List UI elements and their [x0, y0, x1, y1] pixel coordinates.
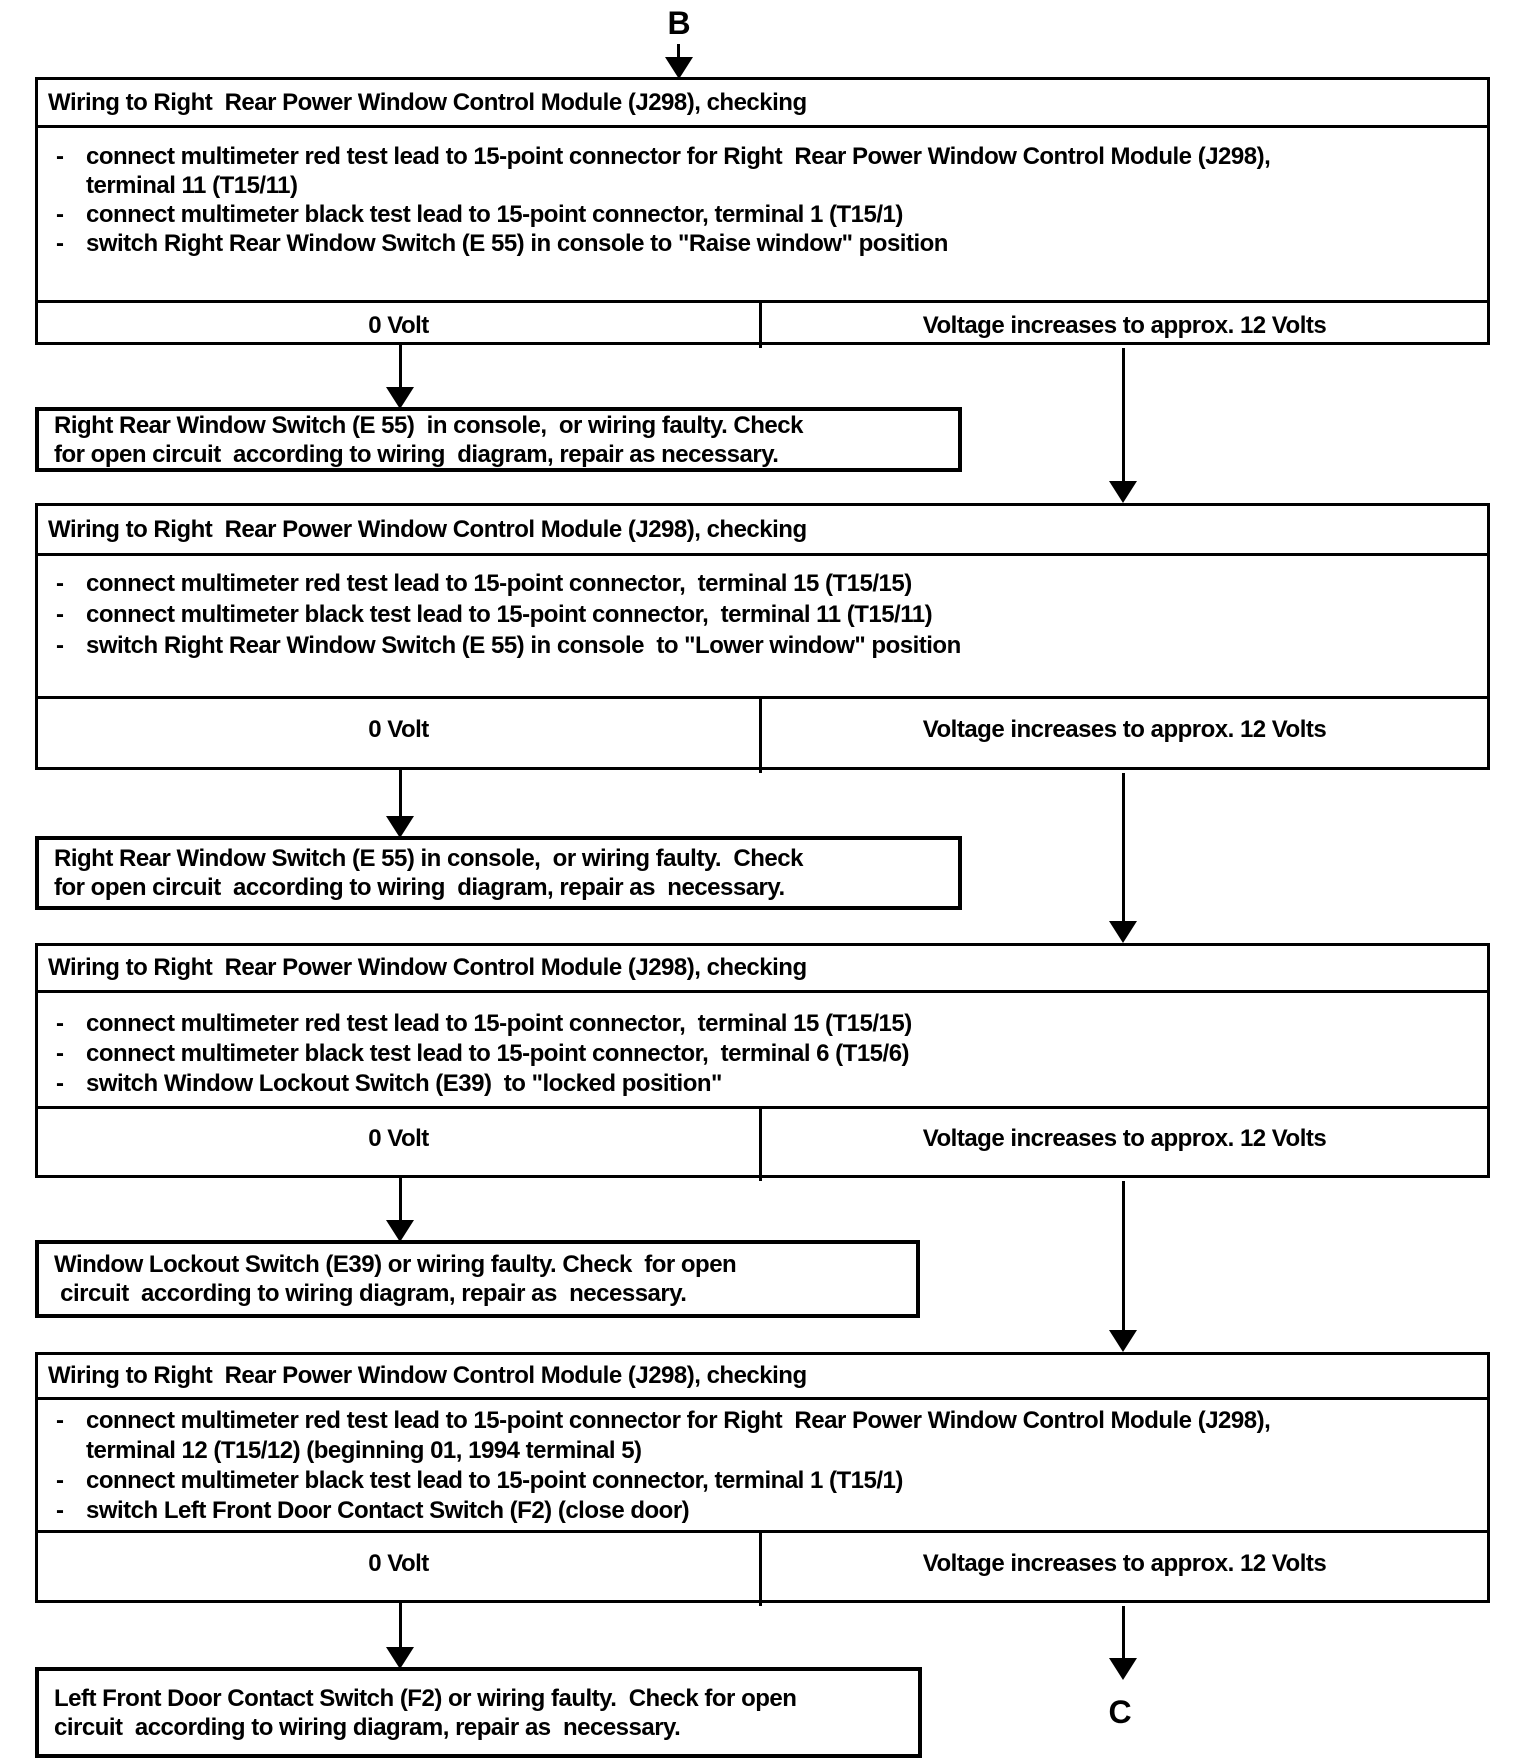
fault-text-line: for open circuit according to wiring dia… — [54, 440, 779, 468]
instruction-line: -switch Right Rear Window Switch (E 55) … — [38, 229, 1487, 258]
voltage-ok-arrow-1-head-icon — [1109, 481, 1137, 503]
fault-text-line: circuit according to wiring diagram, rep… — [54, 1280, 687, 1307]
step-title: Wiring to Right Rear Power Window Contro… — [38, 506, 1487, 556]
fault-text-line: for open circuit according to wiring dia… — [54, 874, 785, 901]
instruction-line: terminal 11 (T15/11) — [38, 171, 1487, 200]
result-row: 0 Volt Voltage increases to approx. 12 Vo… — [38, 1106, 1487, 1181]
voltage-ok-arrow-3-head-icon — [1109, 1330, 1137, 1352]
instruction-text: switch Right Rear Window Switch (E 55) i… — [86, 229, 948, 257]
bullet-dash: - — [56, 631, 64, 659]
step-box-2: Wiring to Right Rear Power Window Contro… — [35, 503, 1490, 773]
instruction-line: -connect multimeter red test lead to 15-… — [38, 1009, 1487, 1039]
bullet-dash: - — [56, 229, 64, 257]
step-title: Wiring to Right Rear Power Window Contro… — [38, 946, 1487, 993]
result-voltage-cell: Voltage increases to approx. 12 Volts — [922, 311, 1327, 339]
result-no-voltage-cell: 0 Volt — [38, 1533, 762, 1606]
exit-arrow-head-icon — [1109, 1658, 1137, 1680]
result-row: 0 Volt Voltage increases to approx. 12 Vo… — [38, 696, 1487, 773]
result-voltage-cell: Voltage increases to approx. 12 Volts — [922, 1125, 1327, 1152]
step-title: Wiring to Right Rear Power Window Contro… — [38, 1355, 1487, 1400]
instruction-text: connect multimeter black test lead to 15… — [86, 1467, 903, 1494]
bullet-dash: - — [56, 1010, 64, 1037]
instruction-text: connect multimeter red test lead to 15-p… — [86, 1010, 912, 1037]
instruction-text: connect multimeter black test lead to 15… — [86, 200, 903, 228]
instruction-line: -connect multimeter red test lead to 15-… — [38, 568, 1487, 599]
entry-arrow-shaft — [677, 44, 680, 59]
fault-text-line: Left Front Door Contact Switch (F2) or w… — [54, 1684, 797, 1712]
step-instructions: -connect multimeter red test lead to 15-… — [38, 993, 1487, 1106]
no-voltage-arrow-4-shaft — [399, 1603, 402, 1647]
bullet-dash: - — [56, 200, 64, 228]
instruction-text: terminal 12 (T15/12) (beginning 01, 1994… — [86, 1437, 642, 1464]
no-voltage-arrow-3-head-icon — [386, 1220, 414, 1242]
instruction-text: switch Window Lockout Switch (E39) to "l… — [86, 1070, 722, 1097]
fault-box-3: Window Lockout Switch (E39) or wiring fa… — [35, 1240, 920, 1318]
instruction-line: -connect multimeter black test lead to 1… — [38, 599, 1487, 630]
instruction-line: -connect multimeter black test lead to 1… — [38, 200, 1487, 229]
fault-text-line: Right Rear Window Switch (E 55) in conso… — [54, 411, 803, 439]
no-voltage-arrow-2-head-icon — [386, 816, 414, 838]
instruction-text: switch Left Front Door Contact Switch (F… — [86, 1497, 690, 1524]
instruction-line: -connect multimeter black test lead to 1… — [38, 1039, 1487, 1069]
instruction-line: -connect multimeter red test lead to 15-… — [38, 142, 1487, 171]
fault-box-4: Left Front Door Contact Switch (F2) or w… — [35, 1667, 922, 1758]
instruction-line: terminal 12 (T15/12) (beginning 01, 1994… — [38, 1436, 1487, 1466]
step-instructions: -connect multimeter red test lead to 15-… — [38, 556, 1487, 696]
flow-label-c: C — [1108, 1694, 1132, 1730]
bullet-dash: - — [56, 1467, 64, 1494]
fault-box-2: Right Rear Window Switch (E 55) in conso… — [35, 836, 962, 910]
instruction-text: connect multimeter red test lead to 15-p… — [86, 569, 912, 597]
fault-text-line: circuit according to wiring diagram, rep… — [54, 1713, 681, 1741]
result-voltage-cell: Voltage increases to approx. 12 Volts — [922, 1549, 1327, 1577]
voltage-ok-arrow-1-shaft — [1122, 348, 1125, 481]
no-voltage-arrow-3-shaft — [399, 1178, 402, 1220]
voltage-ok-arrow-3-shaft — [1122, 1181, 1125, 1330]
exit-arrow-shaft — [1122, 1606, 1125, 1658]
result-row: 0 Volt Voltage increases to approx. 12 Vo… — [38, 1530, 1487, 1606]
step-box-1: Wiring to Right Rear Power Window Contro… — [35, 77, 1490, 348]
instruction-line: -switch Right Rear Window Switch (E 55) … — [38, 630, 1487, 661]
instruction-text: switch Right Rear Window Switch (E 55) i… — [86, 631, 961, 659]
bullet-dash: - — [56, 142, 64, 170]
instruction-text: connect multimeter red test lead to 15-p… — [86, 142, 1271, 170]
instruction-line: -switch Left Front Door Contact Switch (… — [38, 1496, 1487, 1526]
no-voltage-arrow-1-head-icon — [386, 387, 414, 409]
step-box-3: Wiring to Right Rear Power Window Contro… — [35, 943, 1490, 1181]
step-instructions: -connect multimeter red test lead to 15-… — [38, 1400, 1487, 1530]
result-no-voltage-cell: 0 Volt — [38, 303, 762, 348]
result-no-voltage-cell: 0 Volt — [38, 1109, 762, 1181]
voltage-ok-arrow-2-shaft — [1122, 773, 1125, 921]
step-box-4: Wiring to Right Rear Power Window Contro… — [35, 1352, 1490, 1606]
instruction-text: connect multimeter black test lead to 15… — [86, 600, 933, 628]
bullet-dash: - — [56, 1070, 64, 1097]
result-voltage-cell: Voltage increases to approx. 12 Volts — [922, 716, 1327, 743]
step-instructions: -connect multimeter red test lead to 15-… — [38, 128, 1487, 300]
instruction-text: connect multimeter red test lead to 15-p… — [86, 1407, 1271, 1434]
step-title: Wiring to Right Rear Power Window Contro… — [38, 80, 1487, 128]
entry-arrow-head-icon — [665, 57, 693, 79]
instruction-text: connect multimeter black test lead to 15… — [86, 1040, 910, 1067]
no-voltage-arrow-2-shaft — [399, 770, 402, 816]
no-voltage-arrow-1-shaft — [399, 345, 402, 387]
bullet-dash: - — [56, 569, 64, 597]
instruction-text: terminal 11 (T15/11) — [86, 171, 298, 199]
instruction-line: -connect multimeter black test lead to 1… — [38, 1466, 1487, 1496]
instruction-line: -connect multimeter red test lead to 15-… — [38, 1406, 1487, 1436]
bullet-dash: - — [56, 1040, 64, 1067]
bullet-dash: - — [56, 1407, 64, 1434]
bullet-dash: - — [56, 600, 64, 628]
fault-text-line: Right Rear Window Switch (E 55) in conso… — [54, 845, 803, 872]
fault-box-1: Right Rear Window Switch (E 55) in conso… — [35, 407, 962, 472]
bullet-dash: - — [56, 1497, 64, 1524]
no-voltage-arrow-4-head-icon — [386, 1647, 414, 1669]
result-row: 0 Volt Voltage increases to approx. 12 Vo… — [38, 300, 1487, 348]
fault-text-line: Window Lockout Switch (E39) or wiring fa… — [54, 1251, 737, 1278]
voltage-ok-arrow-2-head-icon — [1109, 921, 1137, 943]
result-no-voltage-cell: 0 Volt — [38, 699, 762, 773]
instruction-line: -switch Window Lockout Switch (E39) to "… — [38, 1069, 1487, 1099]
flow-label-b: B — [667, 5, 691, 41]
